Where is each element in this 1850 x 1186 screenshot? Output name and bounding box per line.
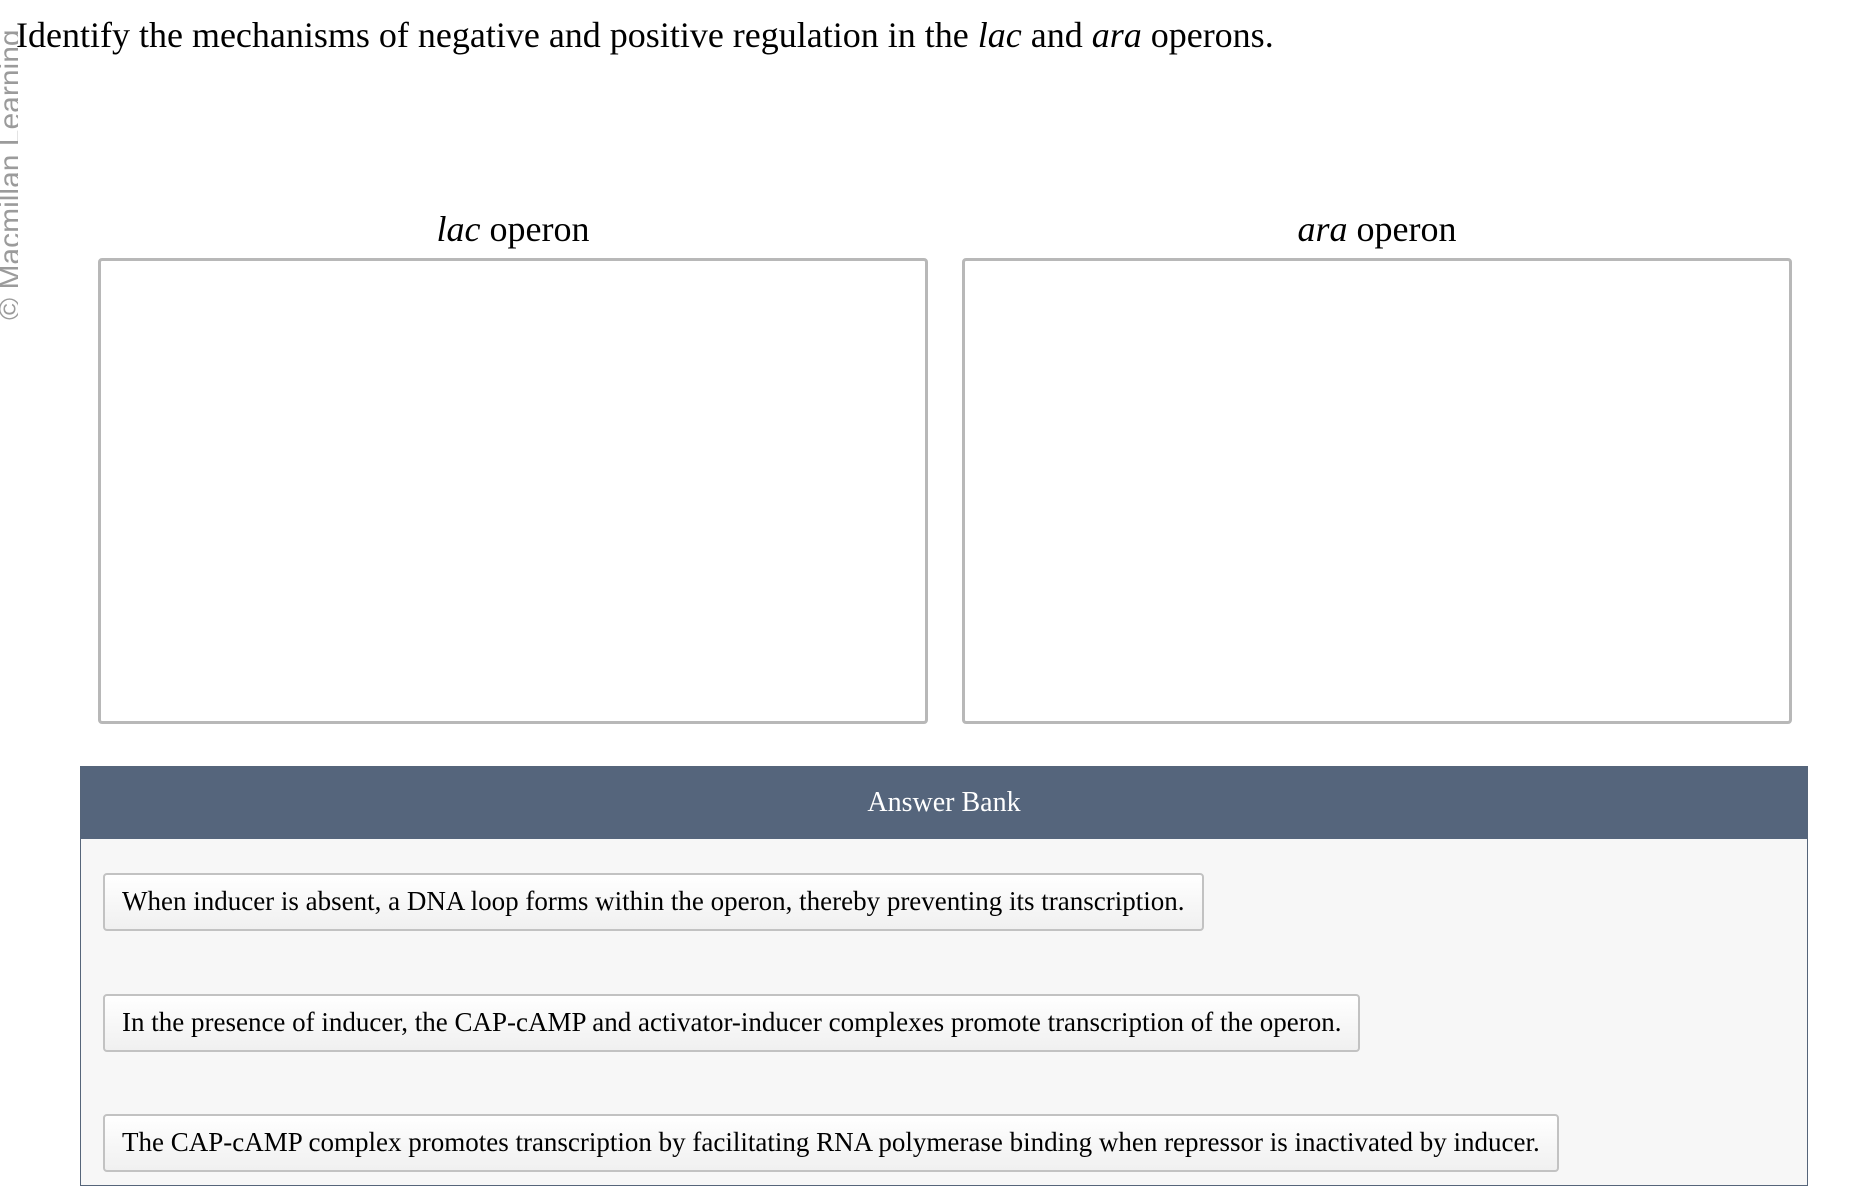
lac-operon-label: lac operon: [98, 208, 928, 250]
answer-chip-cap-camp-activator[interactable]: In the presence of inducer, the CAP-cAMP…: [103, 994, 1361, 1052]
answer-bank-header: Answer Bank: [81, 767, 1807, 839]
question-text-part3: operons.: [1141, 15, 1274, 55]
watermark-text: © Macmillan Learning: [0, 29, 18, 320]
answer-chip-dna-loop[interactable]: When inducer is absent, a DNA loop forms…: [103, 873, 1204, 931]
answer-chip-cap-camp-rna-polymerase[interactable]: The CAP-cAMP complex promotes transcript…: [103, 1114, 1559, 1172]
question-ara-term: ara: [1091, 15, 1142, 55]
lac-operon-label-italic: lac: [436, 209, 481, 249]
lac-operon-label-suffix: operon: [480, 209, 590, 249]
question-prompt: Identify the mechanisms of negative and …: [16, 14, 1274, 56]
answer-bank: Answer Bank When inducer is absent, a DN…: [80, 766, 1808, 1186]
lac-operon-drop-zone[interactable]: [98, 258, 928, 724]
question-text-part1: Identify the mechanisms of negative and …: [16, 15, 978, 55]
ara-operon-label-italic: ara: [1297, 209, 1348, 249]
ara-operon-label: ara operon: [962, 208, 1792, 250]
ara-operon-drop-zone[interactable]: [962, 258, 1792, 724]
question-text-part2: and: [1021, 15, 1092, 55]
ara-operon-label-suffix: operon: [1347, 209, 1457, 249]
question-lac-term: lac: [977, 15, 1022, 55]
